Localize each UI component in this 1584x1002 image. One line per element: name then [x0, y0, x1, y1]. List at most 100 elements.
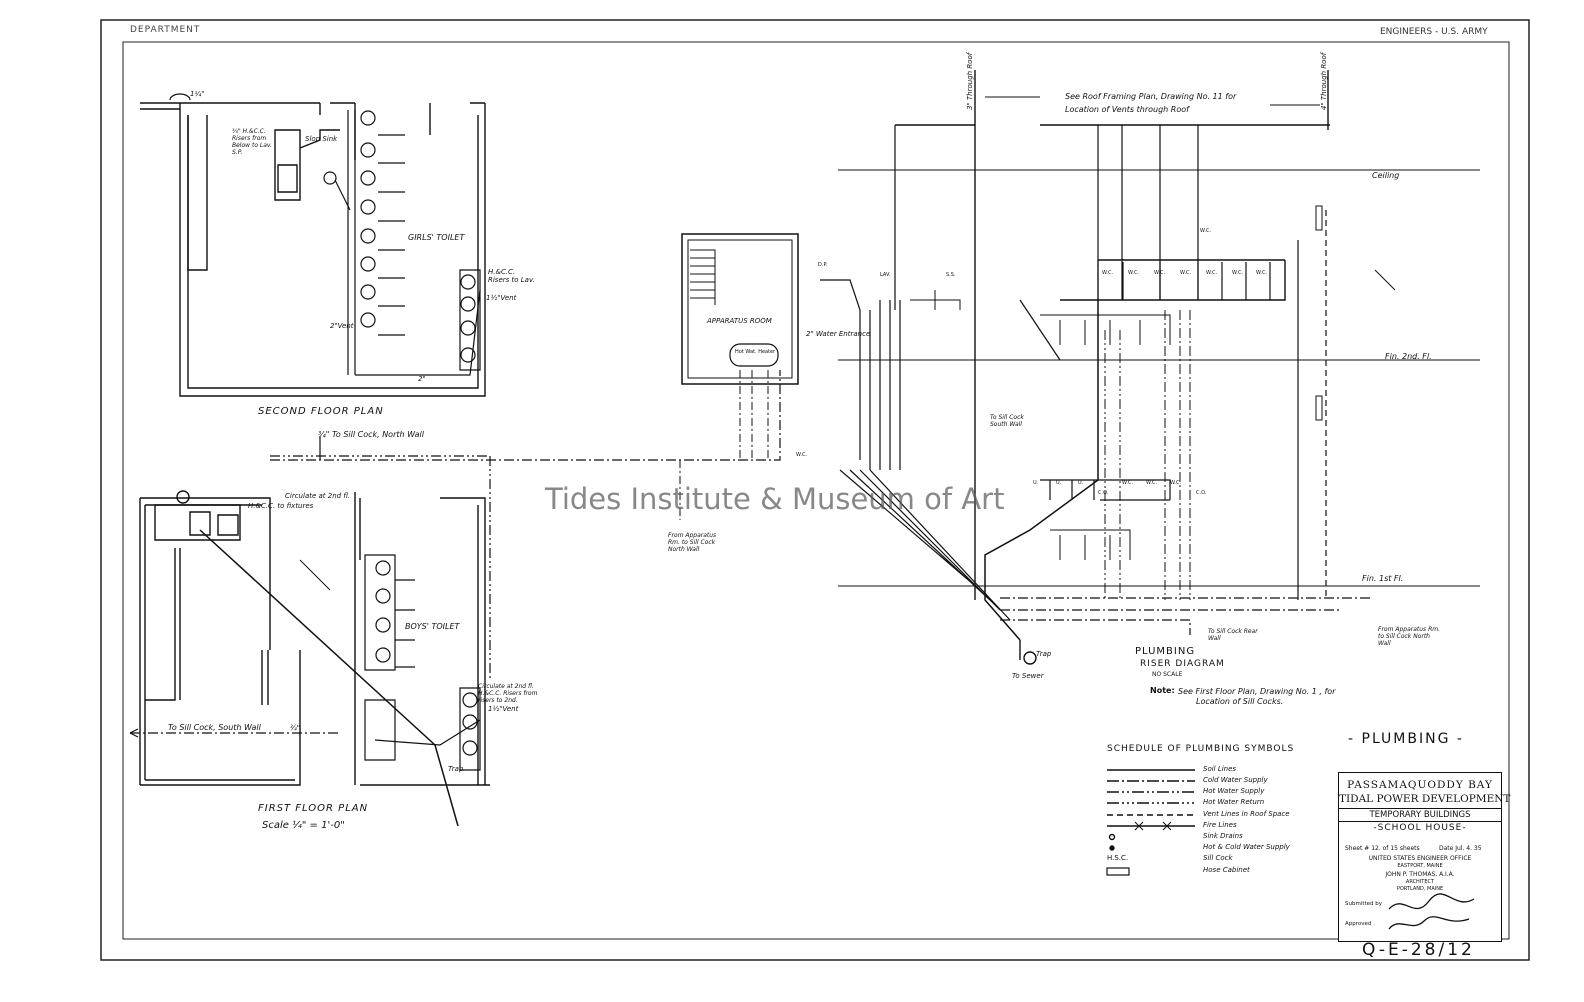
tb-office: UNITED STATES ENGINEER OFFICE: [1368, 855, 1472, 862]
plumbing-title: - PLUMBING -: [1348, 731, 1464, 747]
fixture-wc: W.C.: [1122, 480, 1134, 486]
fixture-wc: W.C.: [1206, 270, 1218, 276]
note-text: See First Floor Plan, Drawing No. 1 , fo…: [1178, 687, 1336, 696]
sf-note-vent: 1½"Vent: [486, 294, 517, 302]
header-left: DEPARTMENT: [130, 25, 201, 35]
legend-hsc-symbol: H.S.C.: [1107, 854, 1129, 862]
apparatus-room-label: APPARATUS ROOM: [707, 317, 772, 325]
tb-line4: -SCHOOL HOUSE-: [1373, 823, 1467, 833]
girls-toilet-label: GIRLS' TOILET: [408, 233, 465, 242]
water-entrance-label: 2" Water Entrance: [806, 330, 871, 338]
sf-note-114: 1¼": [190, 90, 205, 98]
legend-hose: Hose Cabinet: [1203, 866, 1250, 874]
sf-note-2in: 2": [418, 375, 426, 383]
ff-note-fixtures: H.&C.C. to fixtures: [248, 502, 314, 510]
tb-approved: Approved: [1345, 921, 1372, 927]
sill-cock-south: To Sill Cock South Wall: [990, 414, 1024, 428]
riser-title: PLUMBING: [1135, 646, 1196, 657]
riser-diagram: [820, 70, 1480, 665]
tb-architect: JOHN P. THOMAS, A.I.A.: [1385, 871, 1455, 878]
roof-note: See Roof Framing Plan, Drawing No. 11 fo…: [1065, 92, 1237, 101]
ff-note-circ2: Circulate at 2nd fl. H.&C.C. Risers from…: [478, 683, 538, 704]
left-fixture-ss: S.S.: [946, 272, 956, 278]
riser-scale: NO SCALE: [1152, 671, 1183, 678]
fixture-wc: W.C.: [1232, 270, 1244, 276]
apparatus-room: [679, 233, 799, 520]
fin-1st-label: Fin. 1st Fl.: [1362, 574, 1404, 583]
ff-note-north: ¾" To Sill Cock, North Wall: [318, 430, 424, 439]
legend-sillcock: Sill Cock: [1203, 854, 1233, 862]
roof-note-2: Location of Vents through Roof: [1065, 105, 1189, 114]
sheet-border-outer: [100, 19, 1530, 961]
fixture-u: U.: [1056, 480, 1062, 486]
tb-architect-title: ARCHITECT: [1405, 879, 1435, 885]
tb-line1: PASSAMAQUODDY BAY: [1347, 779, 1493, 791]
ff-note-apparatus: From Apparatus Rm. to Sill Cock North Wa…: [668, 532, 717, 553]
ff-note-south: To Sill Cock, South Wall: [168, 723, 261, 732]
fixture-wc: W.C.: [1200, 228, 1212, 234]
tb-line2: TIDAL POWER DEVELOPMENT: [1339, 793, 1511, 805]
tb-submitted: Submitted by: [1345, 901, 1383, 907]
tb-architect-loc: PORTLAND, MAINE: [1396, 886, 1444, 892]
tb-line3: TEMPORARY BUILDINGS: [1339, 808, 1501, 822]
tb-date: Date Jul. 4. 35: [1439, 845, 1482, 852]
trap-label: Trap: [1036, 650, 1052, 658]
legend-sink: Sink Drains: [1203, 832, 1243, 840]
first-floor-scale: Scale ¼" = 1'-0": [262, 820, 345, 831]
riser-subtitle: RISER DIAGRAM: [1140, 659, 1225, 669]
first-floor-plan: [129, 370, 781, 827]
fixture-wc: W.C.: [1146, 480, 1158, 486]
left-fixture-lav: LAV.: [880, 272, 891, 278]
through-roof-right: 4" Through Roof: [1320, 52, 1328, 110]
sf-note-vent2: 2"Vent: [330, 322, 354, 330]
fixture-co: C.O.: [1098, 490, 1109, 496]
legend-fire: Fire Lines: [1203, 821, 1237, 829]
left-fixture-wc: W.C.: [796, 452, 808, 458]
left-fixture-dp: D.P.: [818, 262, 828, 268]
title-block: PASSAMAQUODDY BAY TIDAL POWER DEVELOPMEN…: [1338, 772, 1511, 942]
ff-note-vent: 1½"Vent: [488, 705, 519, 713]
to-sewer-label: To Sewer: [1012, 672, 1044, 680]
legend-lines: [1106, 769, 1195, 876]
legend-return: Hot Water Return: [1203, 798, 1265, 806]
fixture-wc: W.C.: [1128, 270, 1140, 276]
legend-soil: Soil Lines: [1203, 765, 1237, 773]
boys-toilet-label: BOYS' TOILET: [405, 622, 460, 631]
fin-2nd-label: Fin. 2nd. Fl.: [1385, 352, 1432, 361]
legend-title: SCHEDULE OF PLUMBING SYMBOLS: [1107, 744, 1295, 754]
sill-cock-north: From Apparatus Rm. to Sill Cock North Wa…: [1378, 626, 1440, 647]
sf-note-hcc: ¾" H.&C.C. Risers from Below to Lav. S.P…: [232, 128, 272, 156]
fixture-wc: W.C.: [1256, 270, 1268, 276]
header-right: ENGINEERS - U.S. ARMY: [1380, 27, 1488, 37]
legend-cold: Cold Water Supply: [1203, 776, 1268, 784]
fixture-wc: W.C.: [1180, 270, 1192, 276]
sf-note-slop: Slop Sink: [305, 135, 338, 143]
sf-note-risers: H.&C.C. Risers to Lav.: [488, 268, 535, 284]
fixture-u: U.: [1033, 480, 1039, 486]
note-label: Note:: [1150, 686, 1175, 695]
fixture-wc: W.C.: [1154, 270, 1166, 276]
fixture-u: U.: [1078, 480, 1084, 486]
fixture-wc: W.C.: [1170, 480, 1182, 486]
ff-note-trap: Trap: [448, 765, 464, 773]
through-roof-left: 3" Through Roof: [966, 52, 974, 110]
second-floor-title: SECOND FLOOR PLAN: [258, 406, 384, 417]
legend-hot: Hot Water Supply: [1203, 787, 1265, 795]
watermark: Tides Institute & Museum of Art: [545, 482, 1005, 516]
sill-cock-rear: To Sill Cock Rear Wall: [1208, 628, 1258, 642]
sheet-border-inner: [122, 41, 1510, 940]
drawing-number: Q-E-28/12: [1362, 940, 1475, 960]
heater-label: Hot Wat. Heater: [735, 349, 776, 355]
tb-office-loc: EASTPORT, MAINE: [1397, 863, 1443, 869]
second-floor-plan: [140, 93, 486, 397]
ff-note-circulate: Circulate at 2nd fl.: [285, 492, 351, 500]
signature: [1388, 893, 1475, 930]
fixture-co: C.O.: [1196, 490, 1207, 496]
ceiling-label: Ceiling: [1372, 171, 1400, 180]
first-floor-title: FIRST FLOOR PLAN: [258, 803, 369, 814]
fixture-wc: W.C.: [1102, 270, 1114, 276]
tb-sheet: Sheet # 12. of 15 sheets: [1345, 845, 1420, 852]
note-text-2: Location of Sill Cocks.: [1196, 697, 1284, 706]
legend-hc: Hot & Cold Water Supply: [1203, 843, 1290, 851]
